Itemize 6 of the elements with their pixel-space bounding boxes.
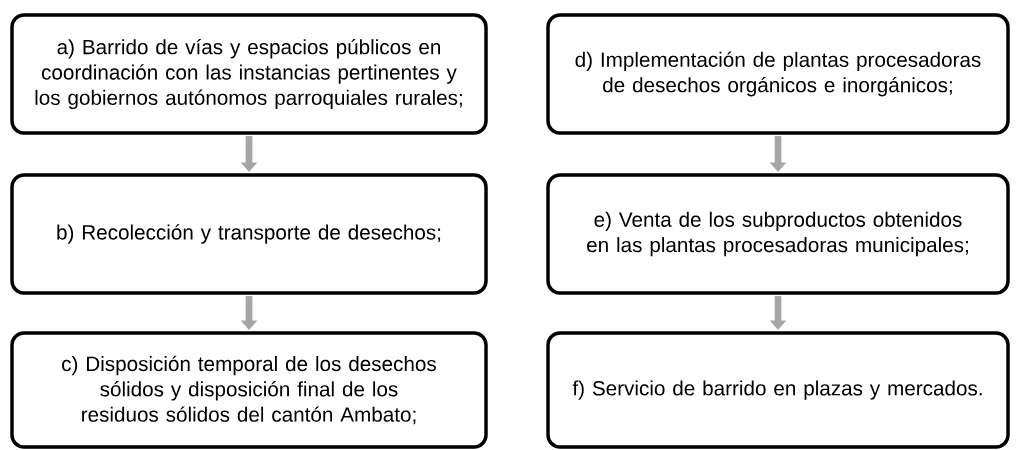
process-box: b) Recolección y transporte de desechos; bbox=[10, 173, 488, 295]
process-box: f) Servicio de barrido en plazas y mercados. bbox=[546, 331, 1010, 449]
process-box: a) Barrido de vías y espacios públicos en coordinación con las instancias pertinentes y los gobiernos autónomos parroquiales rurales; bbox=[10, 13, 488, 135]
process-box: c) Disposición temporal de los desechos sólidos y disposición final de los residuos sólidos del cantón Ambato; bbox=[10, 331, 488, 449]
process-box: e) Venta de los subproductos obtenidos en las plantas procesadoras municipales; bbox=[546, 173, 1010, 295]
process-box: d) Implementación de plantas procesadoras de desechos orgánicos e inorgánicos; bbox=[546, 13, 1010, 135]
